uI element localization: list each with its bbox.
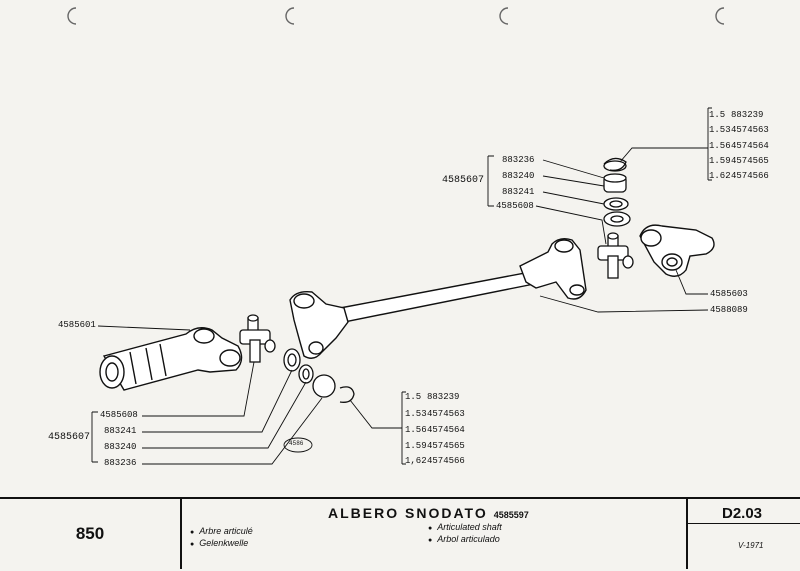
title-part-number: 4585597: [493, 510, 529, 520]
kit-item: 883236: [502, 155, 535, 165]
kit-item: 883236: [104, 458, 137, 468]
right-end-yoke: [639, 224, 715, 277]
shaft-tube: [339, 271, 535, 323]
callout-row: 1.624574566: [709, 171, 769, 181]
title-english: Articulated shaft: [428, 522, 502, 532]
callout-row: 1.564574564: [709, 141, 769, 151]
upper-bearing-stack: [603, 157, 631, 227]
kit-item: 883241: [502, 187, 535, 197]
page-code-divider: [688, 523, 800, 524]
title-french: Arbre articulé: [190, 526, 253, 536]
callout-row: 1.594574565: [709, 156, 769, 166]
callout-yoke-right: 4585603: [710, 289, 748, 299]
shaft-right-yoke: [519, 237, 587, 300]
kit-item: 4585608: [496, 201, 534, 211]
kit-item: 883241: [104, 426, 137, 436]
callout-yoke-left: 4585601: [58, 320, 96, 330]
right-spider-cross: [597, 232, 634, 279]
callout-row: 1.594574565: [405, 441, 465, 451]
kit-item: 4585608: [100, 410, 138, 420]
diagram-tag: [283, 437, 313, 453]
exploded-view-drawing: [67, 7, 725, 465]
kit-item: 883240: [104, 442, 137, 452]
page-code-panel: D2.03 V-1971: [686, 499, 800, 569]
left-end-yoke: [99, 327, 243, 391]
left-spider-cross: [239, 314, 276, 363]
callout-row: 1,624574566: [405, 456, 465, 466]
callout-row: 1.534574563: [709, 125, 769, 135]
page-code: D2.03: [722, 505, 763, 522]
edition-date: V-1971: [738, 541, 764, 550]
lower-bearing-stack: [283, 348, 355, 403]
callout-shaft: 4588089: [710, 305, 748, 315]
title-german: Gelenkwelle: [190, 538, 248, 548]
leader-lines: [91, 107, 712, 465]
model-number: 850: [0, 499, 182, 569]
kit-item: 883240: [502, 171, 535, 181]
callout-row: 1.534574563: [405, 409, 465, 419]
title-spanish: Arbol articulado: [428, 534, 500, 544]
diagram-tag-text: 4586: [289, 440, 304, 447]
kit-number: 4585607: [442, 175, 485, 186]
kit-number: 4585607: [48, 432, 91, 443]
binder-holes: [67, 7, 725, 25]
callout-row: 1.564574564: [405, 425, 465, 435]
shaft-left-yoke: [289, 290, 349, 359]
